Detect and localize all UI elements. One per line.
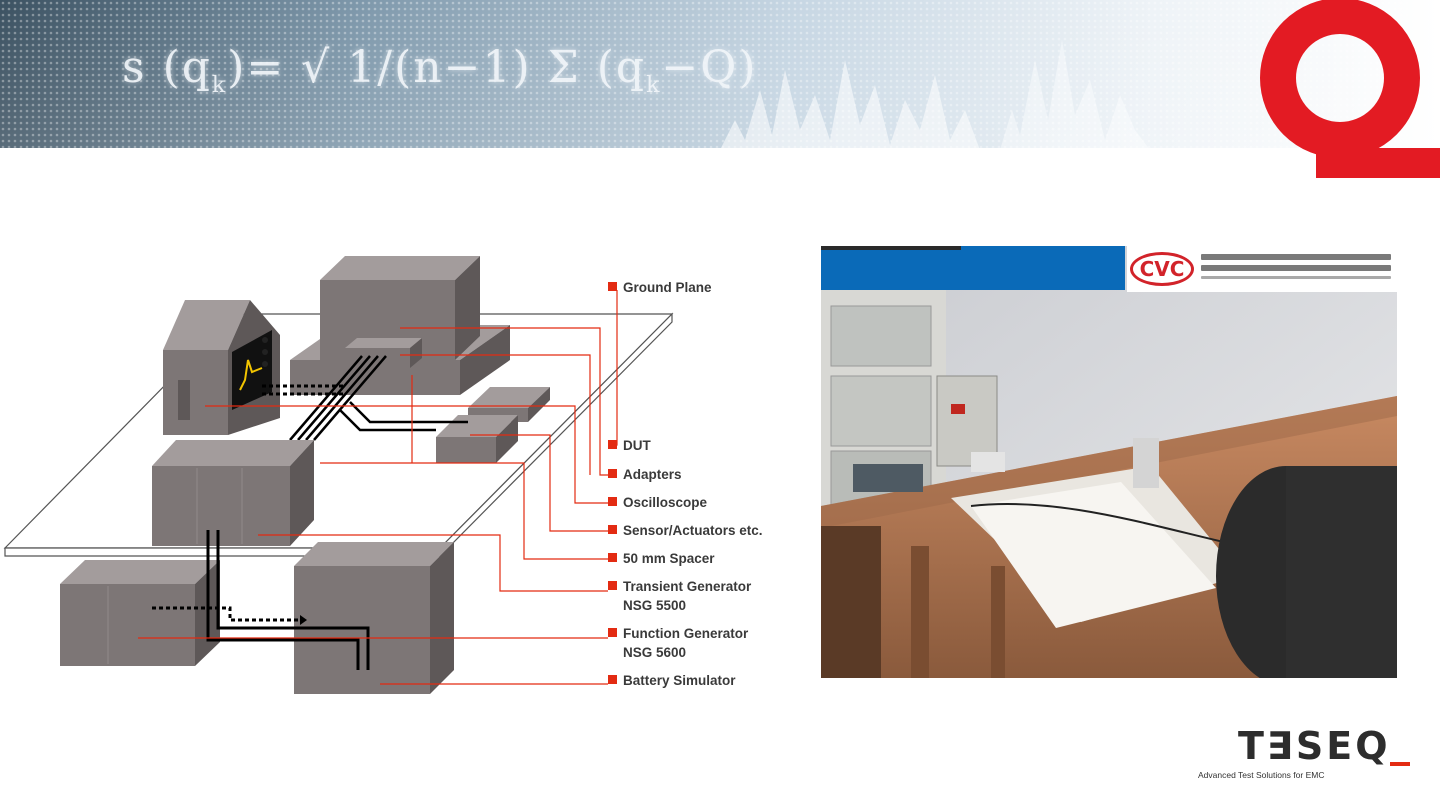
teseq-tagline: Advanced Test Solutions for EMC <box>1198 770 1325 780</box>
teseq-wordmark: T∃SEQ <box>1238 724 1391 768</box>
waveform-decoration <box>720 40 1150 150</box>
teseq-logo: T∃SEQ Advanced Test Solutions for EMC <box>1190 724 1420 786</box>
legend-spacer: 50 mm Spacer <box>608 549 715 568</box>
cvc-institute-name <box>1201 254 1391 284</box>
photo-header-bar <box>821 246 1125 290</box>
generator-wiring <box>206 530 370 670</box>
legend-battery-simulator: Battery Simulator <box>608 671 736 690</box>
cvc-mark: CVC <box>1130 252 1194 286</box>
teseq-accent <box>1390 762 1410 766</box>
setup-illustration <box>3 256 674 694</box>
legend-dut: DUT <box>608 436 651 455</box>
lab-photo: CVC <box>821 246 1397 678</box>
sensor-box-2 <box>436 415 518 463</box>
oscilloscope-box <box>163 300 280 435</box>
brand-ring-logo <box>1260 0 1440 178</box>
formula-text: s (qk)= √ 1/(n−1) Σ (qk−Q) <box>122 42 758 98</box>
header-banner <box>0 0 1440 180</box>
legend-sensor-actuators: Sensor/Actuators etc. <box>608 521 763 540</box>
harness-lines <box>289 355 468 441</box>
legend-adapters: Adapters <box>608 465 682 484</box>
transient-generator-box <box>152 440 314 546</box>
function-generator-box <box>60 560 220 666</box>
battery-simulator-box <box>294 542 454 694</box>
lab-photo-image <box>821 246 1397 678</box>
test-setup-diagram: Ground Plane DUT Adapters Oscilloscope S… <box>0 230 800 710</box>
legend-ground-plane: Ground Plane <box>608 278 712 297</box>
leader-lines <box>138 290 618 685</box>
legend-oscilloscope: Oscilloscope <box>608 493 707 512</box>
photo-header-edge <box>821 246 961 250</box>
cvc-logo: CVC <box>1127 246 1397 292</box>
